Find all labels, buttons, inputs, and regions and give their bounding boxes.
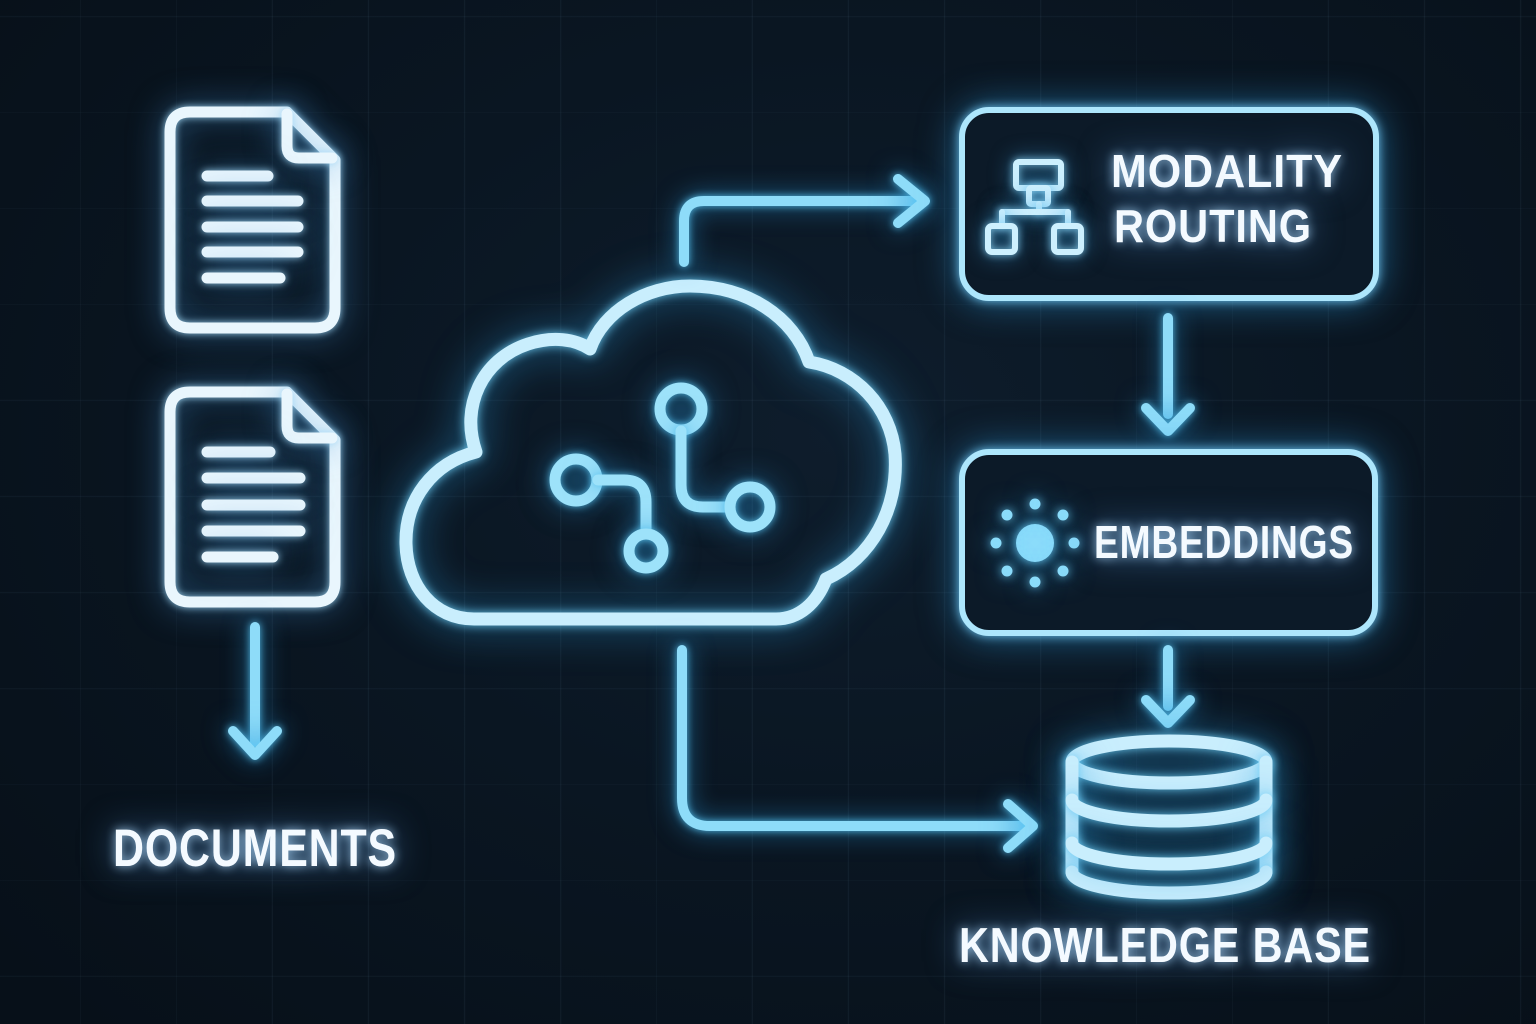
document-icon [164, 106, 341, 334]
modality-routing-label-line2: ROUTING [1114, 200, 1312, 252]
elbow-arrow-right-icon [677, 645, 1038, 853]
sitemap-icon [985, 159, 1084, 255]
cloud-circuit-icon [399, 279, 902, 626]
embeddings-label: EMBEDDINGS [1094, 516, 1354, 568]
document-icon [164, 386, 341, 608]
documents-label: DOCUMENTS [113, 819, 397, 878]
database-icon [1065, 734, 1273, 900]
modality-routing-label-line1: MODALITY [1111, 145, 1343, 197]
arrow-down-icon [228, 622, 282, 760]
arrow-down-icon [1141, 313, 1195, 436]
knowledge-base-label: KNOWLEDGE BASE [959, 919, 1371, 973]
sparkle-icon [990, 498, 1080, 588]
elbow-arrow-right-icon [679, 174, 930, 267]
modality-routing-node: MODALITY ROUTING [959, 107, 1379, 301]
embeddings-node: EMBEDDINGS [959, 449, 1378, 636]
circuit-branch-icon [549, 382, 776, 574]
arrow-down-icon [1141, 645, 1195, 728]
